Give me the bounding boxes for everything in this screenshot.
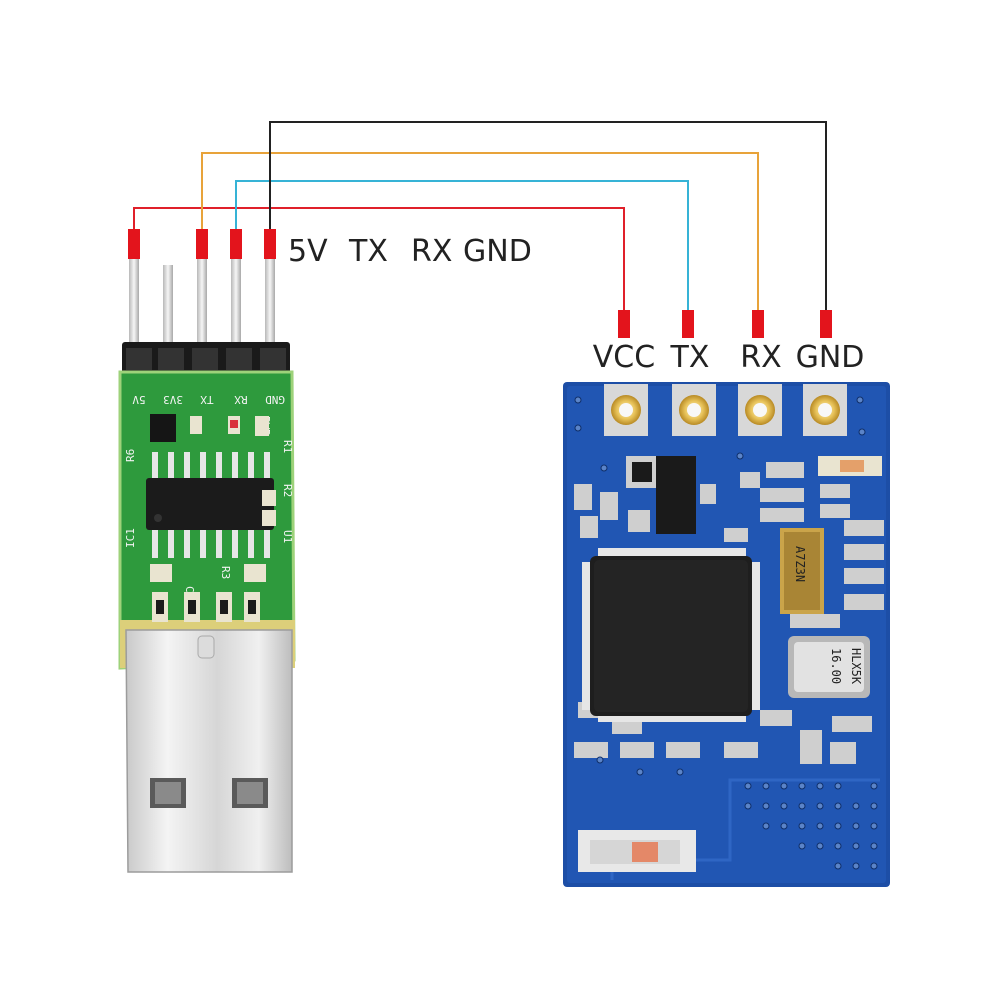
adapter-components: [146, 414, 276, 622]
svg-text:U1: U1: [281, 530, 294, 543]
crystal: HLX5K 16.00: [788, 636, 870, 698]
svg-text:5V: 5V: [132, 393, 146, 406]
smd-led: [578, 830, 696, 872]
usb-connector-tips: [128, 229, 276, 259]
wire-rx-tx: [235, 180, 689, 310]
rf-pin-label-vcc: VCC: [593, 340, 655, 375]
rf-labelled-part: A7Z3N: [780, 528, 824, 614]
svg-text:R3: R3: [219, 566, 232, 579]
svg-text:TX: TX: [200, 393, 214, 406]
svg-text:R6: R6: [124, 449, 137, 462]
svg-text:GND: GND: [265, 393, 285, 406]
usb-pin-labels: 5V TX RX GND: [288, 234, 532, 269]
usb-a-plug: [125, 629, 293, 873]
rf-pin-label-gnd: GND: [796, 340, 865, 375]
usb-pin-label-tx: TX: [348, 234, 388, 269]
wires: [133, 121, 827, 310]
svg-text:R1: R1: [281, 440, 294, 453]
rf-pin-labels: VCC TX RX GND: [593, 340, 865, 375]
header-pins: [129, 259, 275, 349]
wire-gnd-gnd: [269, 121, 827, 310]
rf-module: A7Z3N HLX5K 16.00: [563, 382, 890, 887]
rf-connector-tips: [618, 310, 832, 338]
usb-pin-label-rx: RX: [411, 234, 452, 269]
rf-pin-label-rx: RX: [740, 340, 781, 375]
wire-5v-vcc: [133, 207, 625, 310]
wire-tx-rx: [201, 152, 759, 310]
rf-mcu: [582, 548, 760, 722]
svg-text:R2: R2: [281, 484, 294, 497]
chip-marking: A7Z3N: [793, 546, 807, 582]
rf-pin-label-tx: TX: [670, 340, 710, 375]
rf-vias: [574, 396, 878, 870]
svg-text:3V3: 3V3: [163, 393, 183, 406]
crystal-line-1: HLX5K: [849, 648, 863, 685]
svg-text:RX: RX: [234, 393, 248, 406]
crystal-line-2: 16.00: [829, 648, 843, 684]
usb-serial-adapter: 5V 3V3 TX RX GND R6 IC1 C3 R3 R1 R2 U1 P…: [118, 259, 296, 873]
svg-text:IC1: IC1: [124, 528, 137, 548]
rf-solder-pads: [604, 384, 847, 436]
usb-pin-label-5v: 5V: [288, 234, 328, 269]
usb-serial-chip: [146, 478, 274, 530]
usb-pin-label-gnd: GND: [463, 234, 532, 269]
